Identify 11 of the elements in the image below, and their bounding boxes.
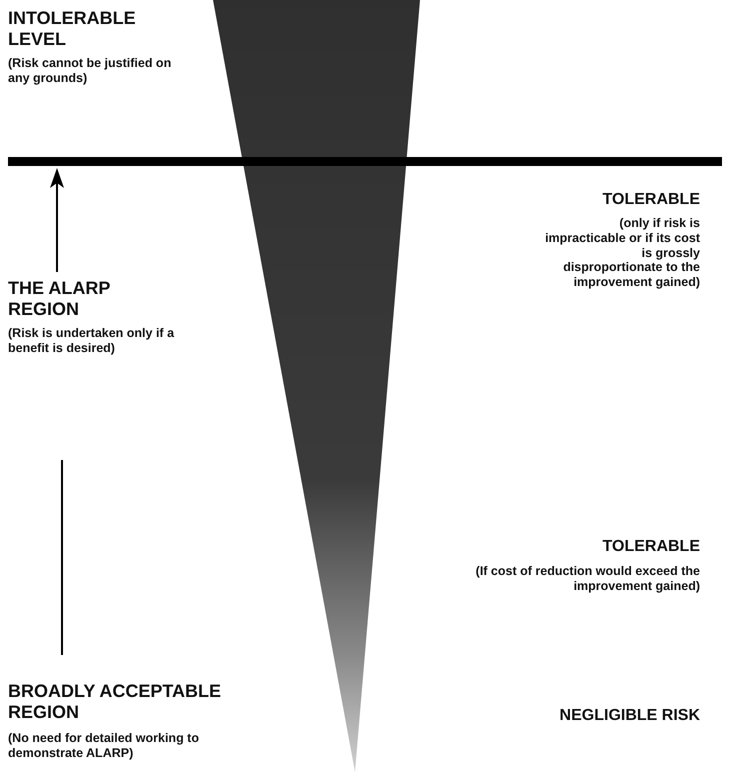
region-heading: BROADLY ACCEPTABLE REGION xyxy=(8,681,222,724)
level-description: (Risk cannot be justified on any grounds) xyxy=(8,56,172,86)
region-description: (No need for detailed working to demonstrate ALARP) xyxy=(8,731,200,760)
level-description: (If cost of reduction would exceed the improvement gained) xyxy=(474,564,700,594)
level-heading: INTOLERABLE LEVEL xyxy=(8,8,137,50)
level-heading: TOLERABLE xyxy=(602,191,700,210)
level-description: (only if risk is impracticable or if its cost is grossly disproportionate to the improvement gained) xyxy=(544,216,700,290)
level-heading: TOLERABLE xyxy=(602,538,700,557)
region-description: (Risk is undertaken only if a benefit is desired) xyxy=(8,326,176,356)
level-heading: NEGLIGIBLE RISK xyxy=(558,707,700,726)
region-heading: THE ALARP REGION xyxy=(8,278,112,320)
